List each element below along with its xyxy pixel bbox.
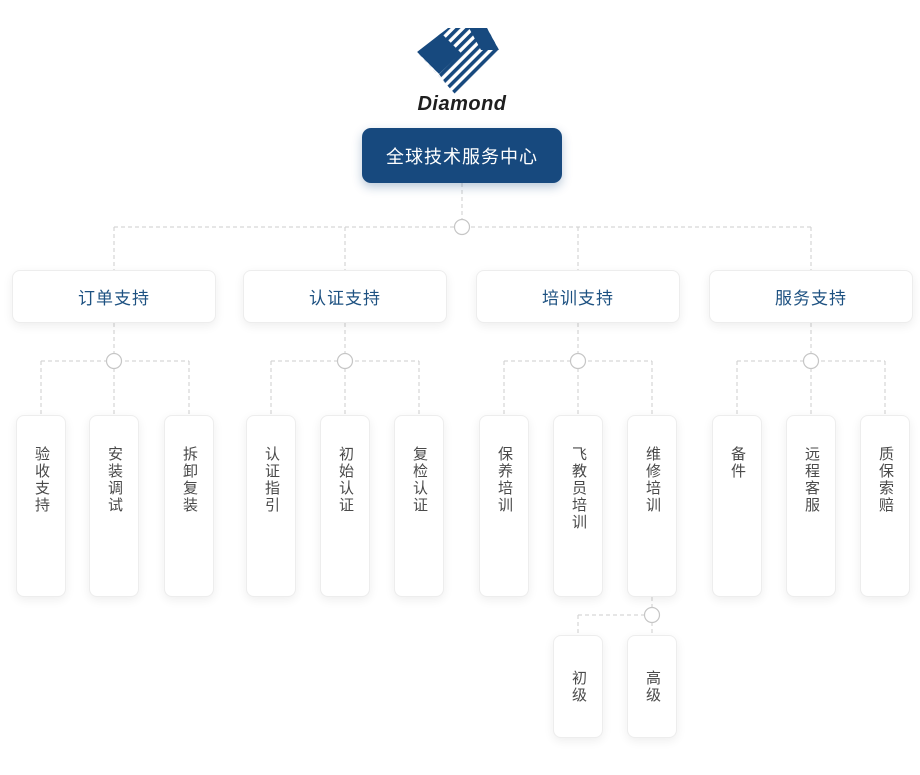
node-label: 维修培训 xyxy=(644,446,661,514)
node-maintenance-training: 保养培训 xyxy=(479,415,529,597)
diamond-wordmark: Diamond xyxy=(417,93,507,115)
branch-label: 服务支持 xyxy=(775,289,847,308)
junction-circle xyxy=(802,352,820,370)
node-label: 备件 xyxy=(729,446,746,480)
node-label: 认证指引 xyxy=(263,446,280,514)
node-label: 复检认证 xyxy=(411,446,428,514)
node-label: 安装调试 xyxy=(106,446,123,514)
junction-circle xyxy=(453,218,471,236)
node-certification-guide: 认证指引 xyxy=(246,415,296,597)
junction-circle xyxy=(336,352,354,370)
root-node-global-tech-service-center: 全球技术服务中心 xyxy=(362,128,562,183)
junction-circle xyxy=(105,352,123,370)
node-label: 拆卸复装 xyxy=(181,446,198,514)
node-advanced-level: 高级 xyxy=(627,635,677,738)
branch-training-support: 培训支持 xyxy=(476,270,680,323)
root-node-label: 全球技术服务中心 xyxy=(386,146,538,167)
node-label: 保养培训 xyxy=(496,446,513,514)
node-label: 质保索赔 xyxy=(877,446,894,514)
node-recheck-certification: 复检认证 xyxy=(394,415,444,597)
branch-label: 认证支持 xyxy=(309,289,381,308)
node-label: 高级 xyxy=(644,669,661,704)
branch-service-support: 服务支持 xyxy=(709,270,913,323)
node-label: 验收支持 xyxy=(33,446,50,514)
junction-circle xyxy=(569,352,587,370)
node-label: 初级 xyxy=(570,669,587,704)
node-flight-instructor-training: 飞教员培训 xyxy=(553,415,603,597)
node-initial-certification: 初始认证 xyxy=(320,415,370,597)
branch-order-support: 订单支持 xyxy=(12,270,216,323)
node-label: 飞教员培训 xyxy=(570,446,587,531)
node-label: 初始认证 xyxy=(337,446,354,514)
node-warranty-claims: 质保索赔 xyxy=(860,415,910,597)
node-repair-training: 维修培训 xyxy=(627,415,677,597)
branch-label: 培训支持 xyxy=(542,289,614,308)
branch-certification-support: 认证支持 xyxy=(243,270,447,323)
diamond-gem-icon xyxy=(417,28,499,94)
node-installation-debugging: 安装调试 xyxy=(89,415,139,597)
junction-circle xyxy=(643,606,661,624)
node-disassembly-reassembly: 拆卸复装 xyxy=(164,415,214,597)
branch-label: 订单支持 xyxy=(78,289,150,308)
node-remote-service: 远程客服 xyxy=(786,415,836,597)
node-beginner-level: 初级 xyxy=(553,635,603,738)
node-acceptance-support: 验收支持 xyxy=(16,415,66,597)
node-spare-parts: 备件 xyxy=(712,415,762,597)
node-label: 远程客服 xyxy=(803,446,820,514)
